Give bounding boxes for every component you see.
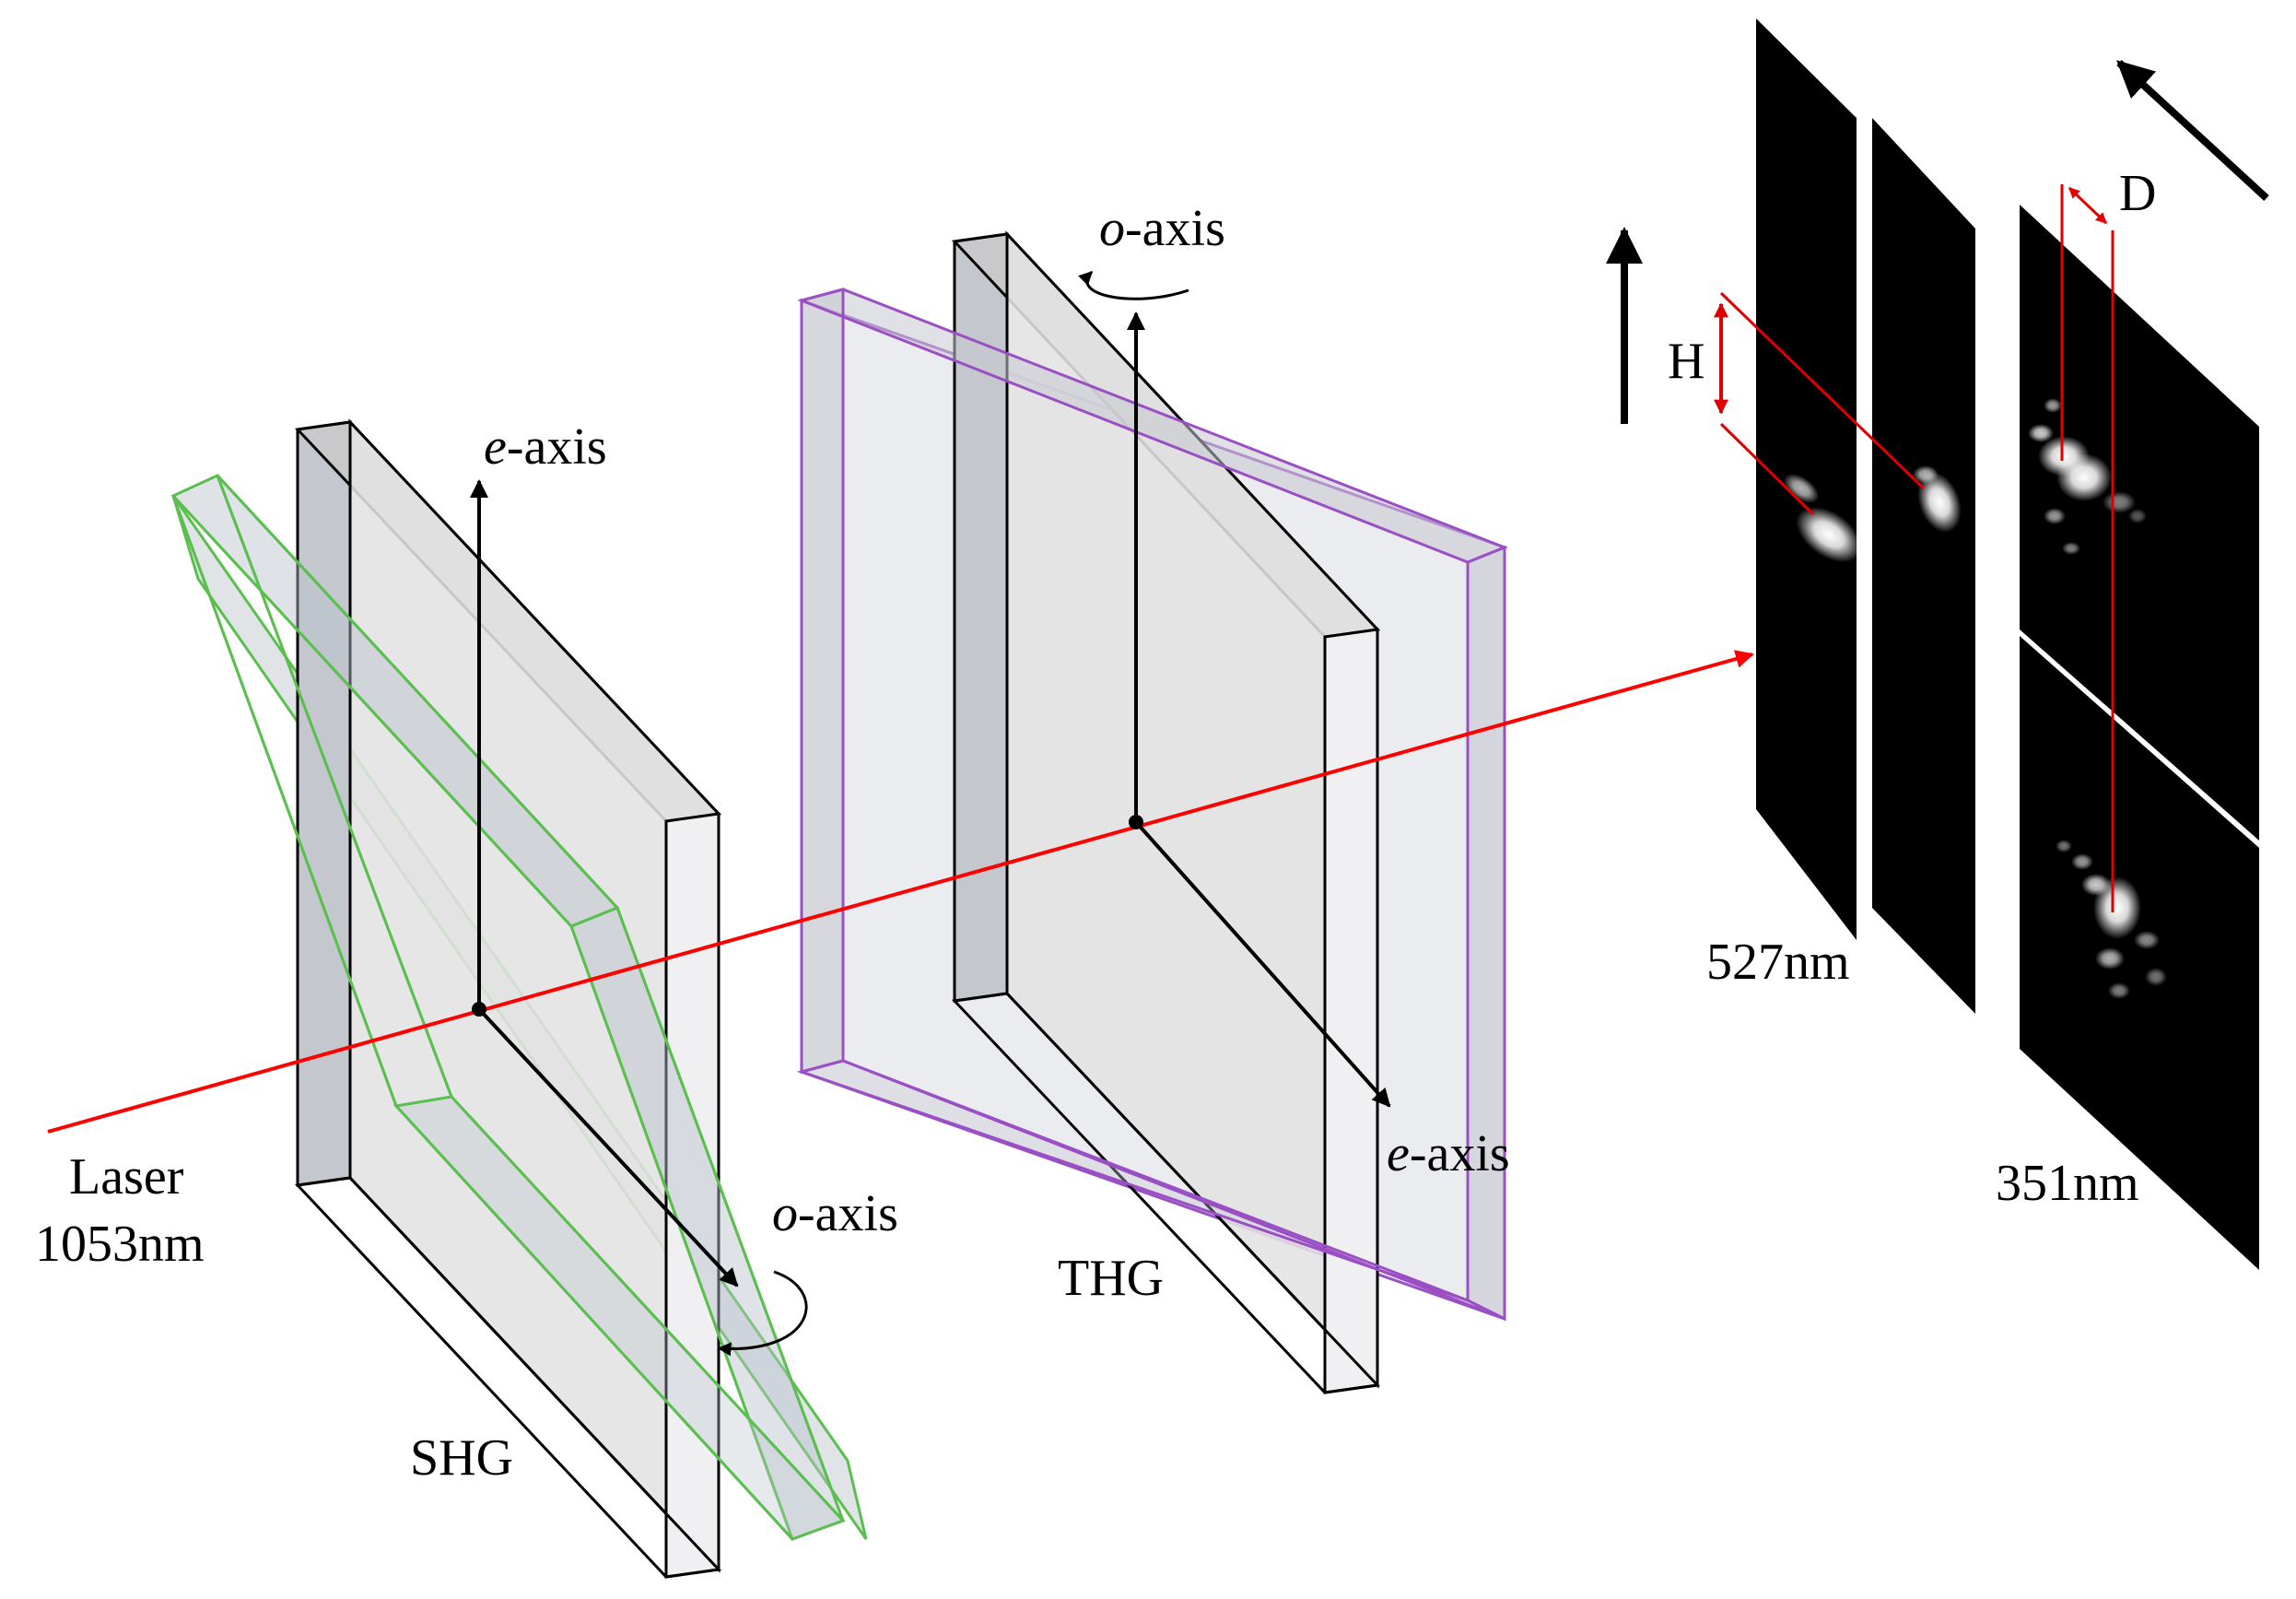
thg-rotation-arrow-icon [1078, 270, 1189, 300]
laser-wavelength-label: 1053nm [35, 1216, 205, 1273]
thg-e-axis-label: e-axis [1387, 1125, 1510, 1182]
shg-axes-origin [472, 1002, 486, 1017]
wavelength-351-label: 351nm [1996, 1155, 2139, 1212]
shg-slab-bottom [294, 1176, 722, 1579]
thg-tilted-frame [796, 288, 1509, 1322]
thg-axes [1078, 270, 1391, 1108]
h-measurement [1714, 291, 1926, 516]
arrow-upleft-icon [2116, 60, 2269, 201]
thg-slab-edge [1323, 628, 1379, 1394]
shg-e-axis-label: e-axis [484, 418, 607, 476]
spot-351-bottom [2056, 840, 2167, 999]
laser-beam [47, 650, 1754, 1134]
thg-o-axis-label: o-axis [1099, 200, 1225, 257]
h-marker-label: H [1668, 333, 1704, 390]
wavelength-527-label: 527nm [1706, 934, 1850, 991]
shg-rotation-arrow-icon [717, 1270, 808, 1357]
laser-label: Laser [69, 1148, 184, 1205]
thg-axes-origin [1129, 815, 1143, 829]
spot-527-right-b [1913, 465, 1939, 484]
shg-tilted-frame [170, 474, 846, 1541]
spot-351-top [2028, 398, 2147, 555]
far-field-351nm [2020, 205, 2259, 1270]
thg-label: THG [1058, 1250, 1164, 1307]
thg-slab-bottom [951, 992, 1381, 1394]
spot-527-left-b [1783, 474, 1820, 503]
spot-527-right [1917, 472, 1962, 533]
panel-527-right [1872, 118, 1975, 1014]
thg-e-axis-arrow [1134, 820, 1391, 1108]
panel-351-bottom [2020, 636, 2259, 1270]
thg-crystal [796, 230, 1509, 1394]
shg-o-axis-arrow [477, 1007, 739, 1287]
far-field-527nm [1756, 18, 1975, 1014]
d-measurement [2060, 184, 2114, 912]
d-marker-label: D [2119, 165, 2156, 222]
shg-o-axis-label: o-axis [772, 1185, 898, 1242]
shg-crystal [170, 418, 868, 1579]
shg-axes [470, 479, 808, 1357]
shg-label: SHG [410, 1429, 513, 1487]
spot-527-left [1796, 506, 1862, 563]
